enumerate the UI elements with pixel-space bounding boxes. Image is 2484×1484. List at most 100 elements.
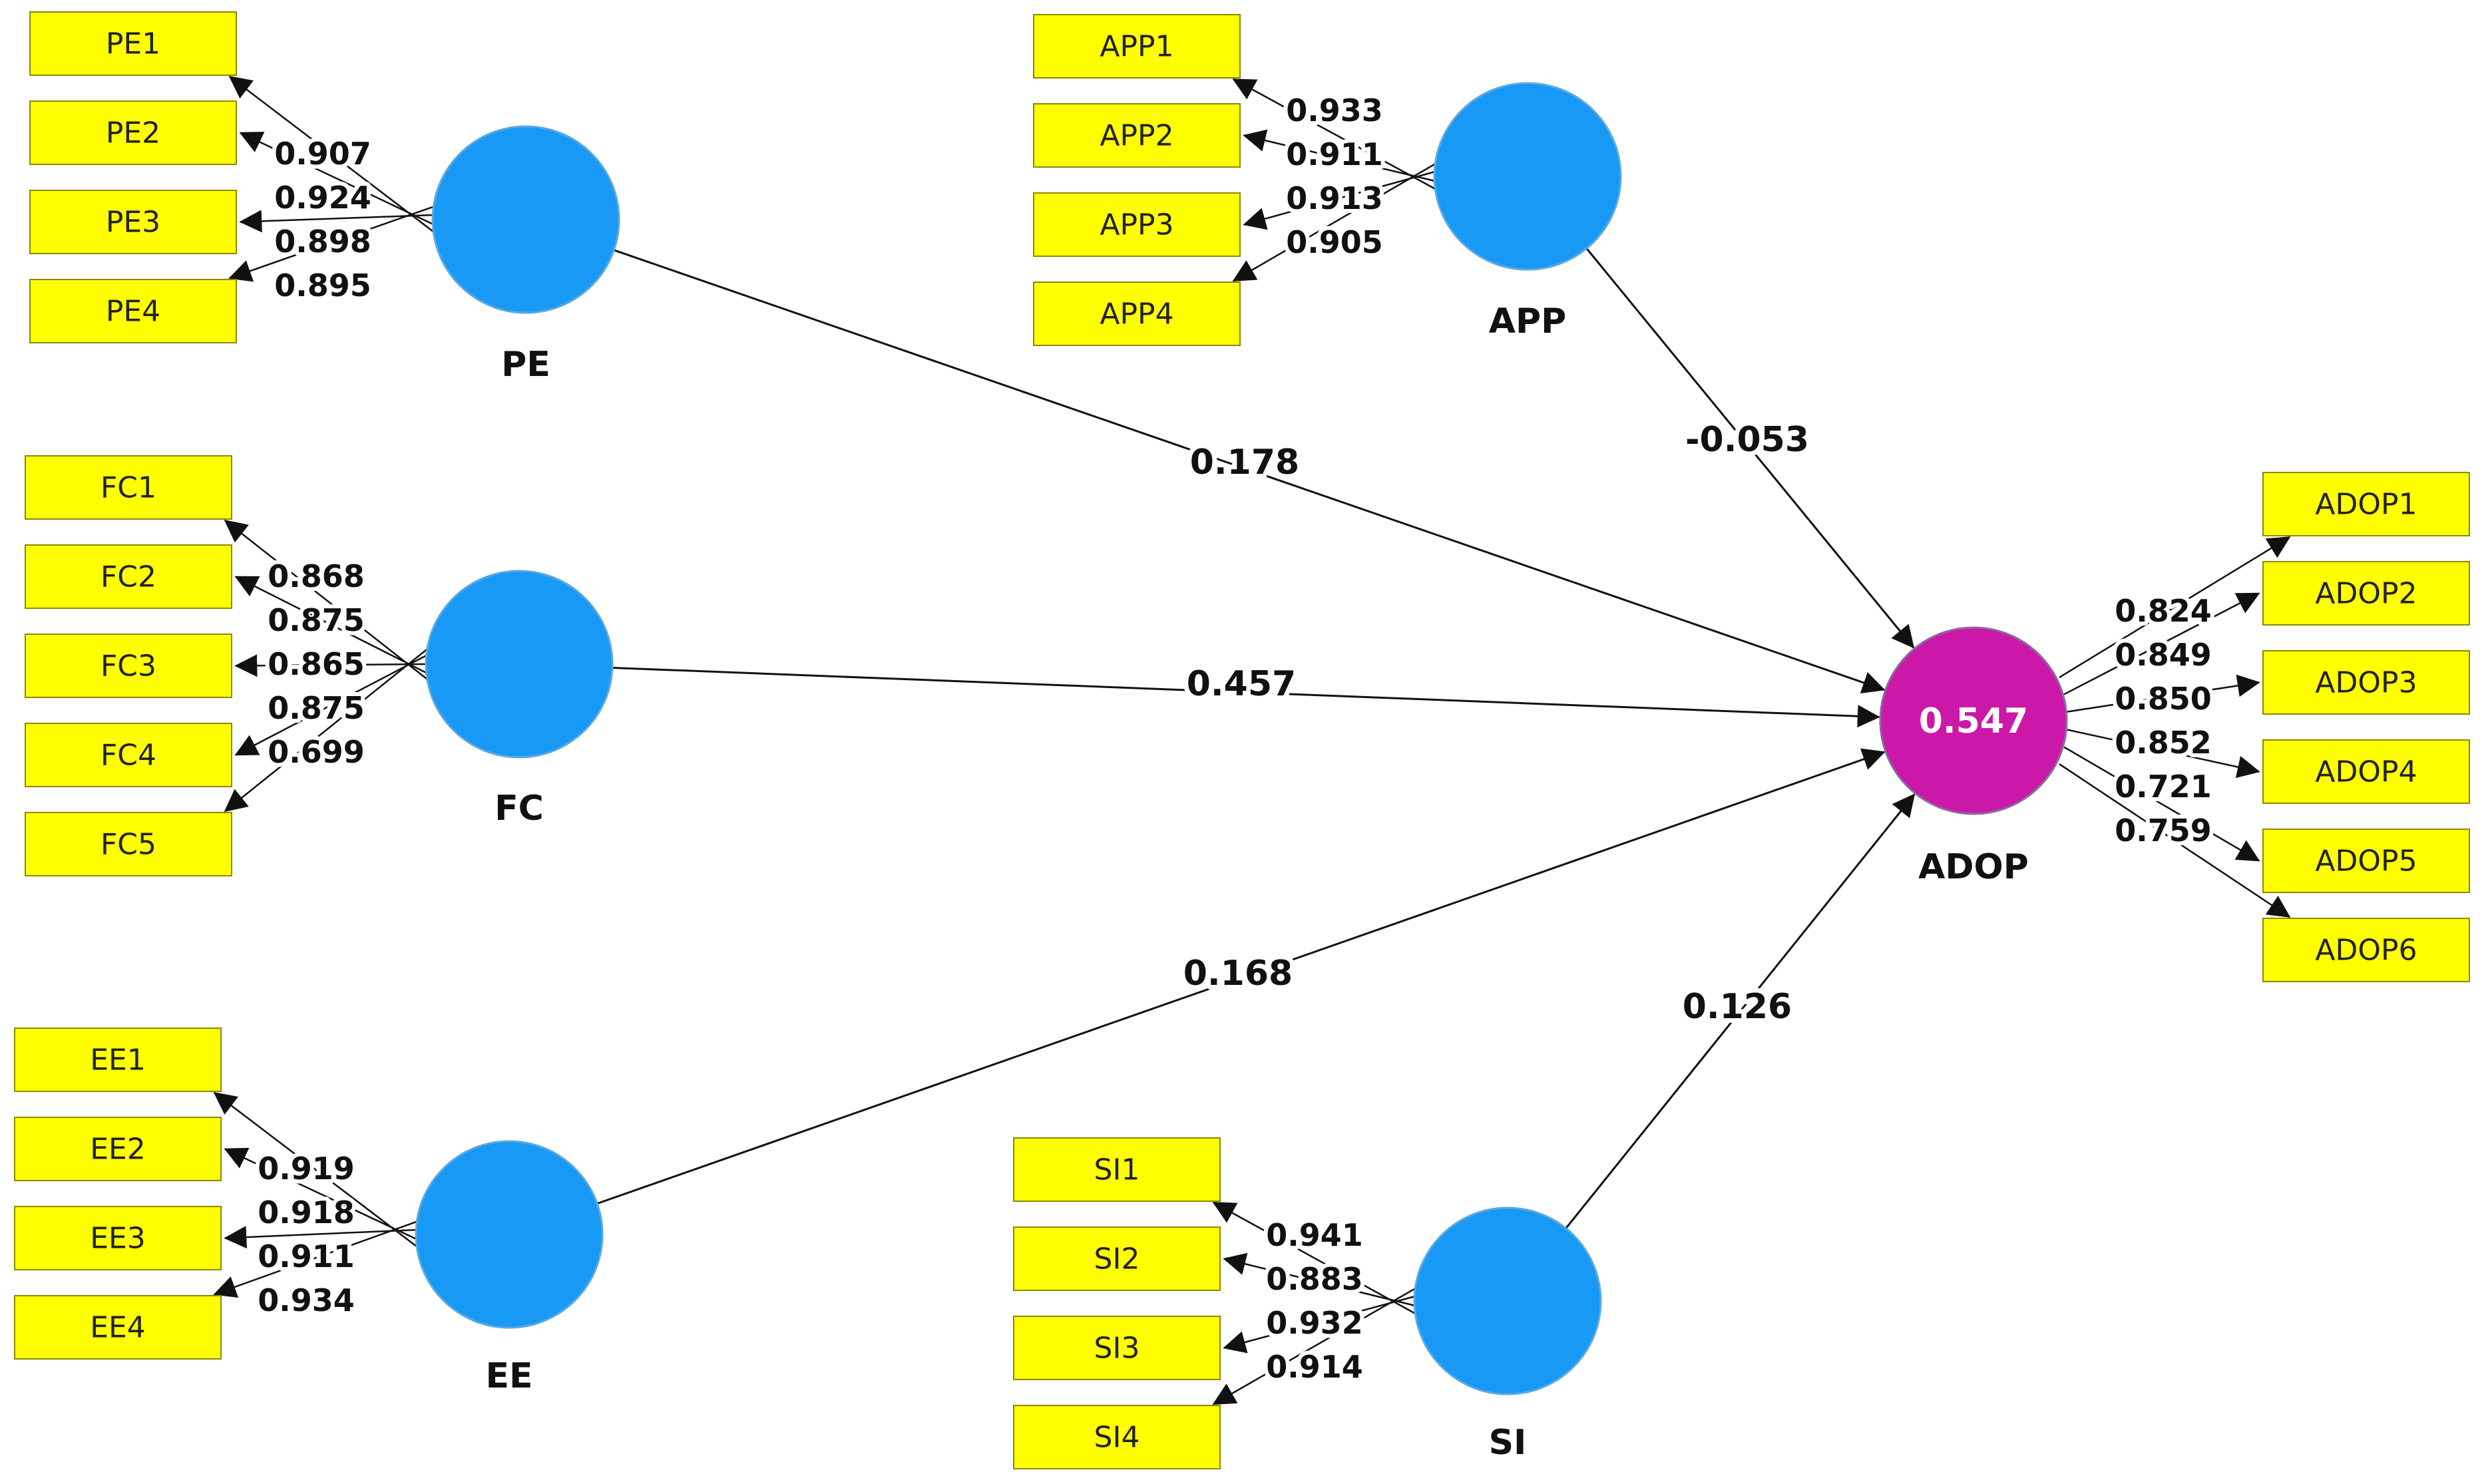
loading-value-ee2: 0.918 [258, 1195, 355, 1230]
indicator-box-app2 [1033, 103, 1241, 168]
construct-label-adop: ADOP [1918, 847, 2029, 887]
indicator-label-pe1: PE1 [106, 27, 160, 61]
indicator-box-fc4 [25, 723, 232, 787]
indicator-box-app4 [1033, 281, 1241, 346]
indicator-box-adop3 [2262, 650, 2470, 715]
indicator-label-adop1: ADOP1 [2315, 488, 2417, 522]
indicator-label-fc4: FC4 [101, 739, 156, 773]
indicator-box-app3 [1033, 192, 1241, 257]
loading-value-ee4: 0.934 [258, 1282, 355, 1318]
loading-value-pe3: 0.898 [274, 224, 371, 260]
indicator-box-pe3 [29, 190, 237, 254]
indicator-box-ee4 [14, 1295, 222, 1360]
construct-circle-ee [415, 1140, 604, 1329]
indicator-label-ee3: EE3 [90, 1222, 146, 1256]
indicator-label-fc2: FC2 [101, 560, 156, 594]
indicator-label-pe4: PE4 [106, 295, 160, 329]
loading-value-app2: 0.911 [1286, 136, 1383, 172]
loading-arrow-adop3 [2066, 674, 2260, 713]
loading-value-app3: 0.913 [1286, 180, 1383, 216]
loading-arrow-fc5 [224, 646, 431, 813]
indicator-label-si4: SI4 [1094, 1421, 1140, 1455]
loading-arrow-pe4 [228, 205, 436, 282]
loading-value-adop5: 0.721 [2115, 769, 2212, 805]
indicator-box-pe2 [29, 100, 237, 165]
indicator-box-si4 [1013, 1405, 1221, 1469]
indicator-box-fc3 [25, 634, 232, 698]
construct-label-fc: FC [495, 789, 544, 829]
indicator-box-adop1 [2262, 472, 2470, 536]
indicator-label-fc3: FC3 [101, 649, 156, 683]
loading-arrow-ee2 [224, 1147, 417, 1240]
construct-label-si: SI [1489, 1423, 1527, 1463]
r-squared-value-adop: 0.547 [1919, 701, 2028, 741]
indicator-box-adop5 [2262, 829, 2470, 893]
loading-value-app4: 0.905 [1286, 224, 1383, 260]
indicator-label-adop4: ADOP4 [2315, 755, 2417, 789]
loading-arrow-adop2 [2063, 592, 2260, 695]
indicator-label-ee4: EE4 [90, 1311, 146, 1345]
loading-value-si2: 0.883 [1266, 1261, 1363, 1297]
loading-value-ee1: 0.919 [258, 1151, 355, 1187]
indicator-label-si2: SI2 [1094, 1242, 1140, 1276]
indicator-label-si3: SI3 [1094, 1332, 1140, 1366]
indicator-label-si1: SI1 [1094, 1153, 1140, 1187]
indicator-box-fc5 [25, 812, 232, 876]
construct-circle-fc [425, 570, 614, 759]
loading-arrow-app4 [1232, 162, 1438, 282]
construct-circle-si [1413, 1206, 1602, 1395]
loading-value-adop4: 0.852 [2115, 725, 2212, 761]
loading-value-si3: 0.932 [1266, 1305, 1363, 1341]
path-coefficient-pe-to-adop: 0.178 [1190, 443, 1299, 482]
indicator-label-ee2: EE2 [90, 1133, 146, 1167]
loading-arrow-fc1 [224, 519, 431, 683]
loading-value-fc2: 0.875 [268, 602, 365, 638]
construct-circle-app [1433, 82, 1622, 271]
indicator-box-pe1 [29, 11, 237, 76]
loading-value-pe4: 0.895 [274, 268, 371, 303]
loading-arrow-adop1 [2059, 536, 2291, 679]
path-coefficient-ee-to-adop: 0.168 [1183, 954, 1293, 994]
loading-arrow-app2 [1243, 129, 1435, 182]
construct-label-pe: PE [501, 345, 550, 385]
loading-arrow-pe3 [239, 210, 433, 233]
indicator-label-app3: APP3 [1100, 208, 1173, 242]
indicator-box-adop4 [2262, 739, 2470, 804]
construct-circle-adop [1879, 626, 2068, 815]
loading-value-pe1: 0.907 [274, 136, 371, 172]
indicator-label-adop3: ADOP3 [2315, 666, 2417, 700]
loading-value-adop2: 0.849 [2115, 637, 2212, 673]
indicator-label-ee1: EE1 [90, 1043, 146, 1077]
path-arrow-app-to-adop [1585, 248, 1915, 649]
indicator-box-app1 [1033, 14, 1241, 79]
indicator-label-app4: APP4 [1100, 297, 1173, 331]
indicator-box-si3 [1013, 1316, 1221, 1380]
loading-value-adop6: 0.759 [2115, 813, 2212, 848]
loading-arrow-si3 [1223, 1295, 1415, 1354]
path-arrow-si-to-adop [1565, 793, 1916, 1229]
indicator-label-adop2: ADOP2 [2315, 577, 2417, 611]
indicator-label-pe2: PE2 [106, 116, 160, 150]
loading-value-fc3: 0.865 [268, 646, 365, 682]
loading-arrow-si2 [1223, 1252, 1415, 1307]
indicator-box-pe4 [29, 279, 237, 343]
loading-arrow-ee4 [213, 1220, 419, 1298]
path-coefficient-si-to-adop: 0.126 [1683, 987, 1792, 1027]
indicator-label-app1: APP1 [1100, 30, 1173, 64]
loading-value-app1: 0.933 [1286, 93, 1383, 128]
loading-value-fc5: 0.699 [268, 734, 365, 770]
indicator-box-ee2 [14, 1117, 222, 1181]
loading-value-fc1: 0.868 [268, 558, 365, 594]
construct-label-ee: EE [485, 1356, 532, 1396]
indicator-label-adop6: ADOP6 [2315, 934, 2417, 968]
loading-arrow-ee1 [213, 1091, 419, 1249]
loading-value-fc4: 0.875 [268, 690, 365, 726]
path-arrow-fc-to-adop [612, 666, 1880, 728]
loading-arrow-adop5 [2063, 746, 2260, 862]
indicator-box-adop6 [2262, 918, 2470, 982]
path-arrow-ee-to-adop [596, 748, 1886, 1205]
loading-arrow-si1 [1212, 1201, 1418, 1316]
indicator-box-adop2 [2262, 561, 2470, 626]
loading-value-adop1: 0.824 [2115, 593, 2212, 629]
indicator-box-fc2 [25, 544, 232, 609]
